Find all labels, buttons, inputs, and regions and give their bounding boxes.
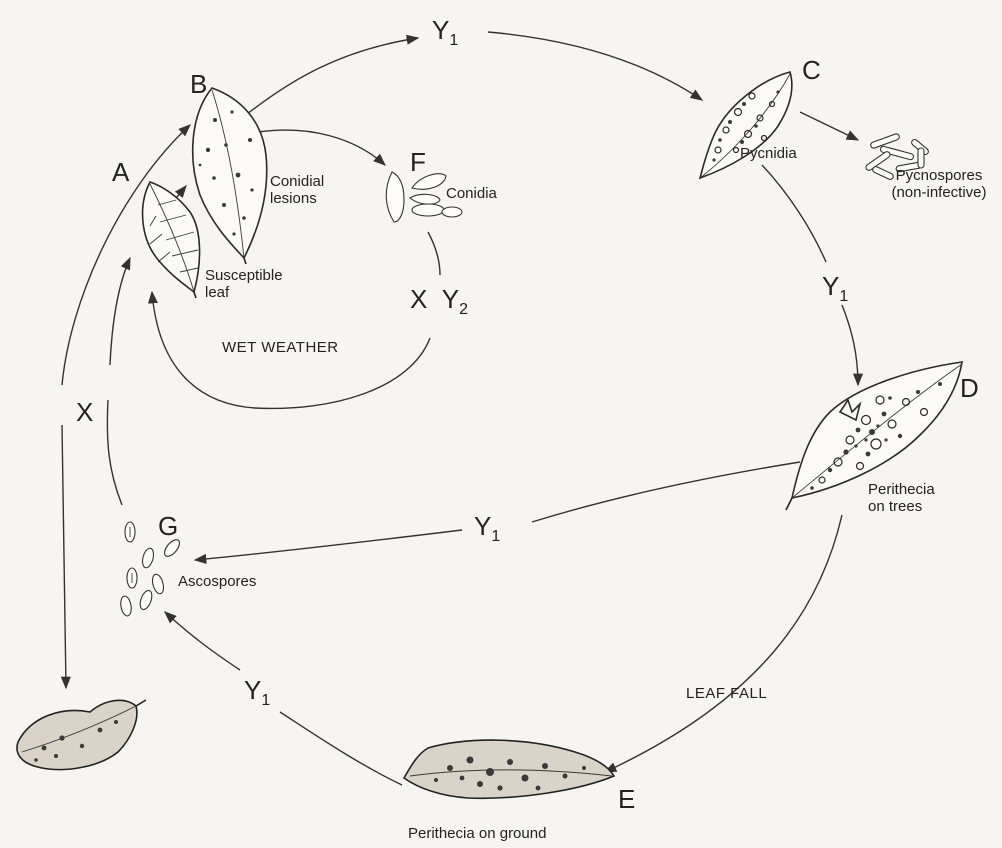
caption-conidial-lesions-line1: Conidial <box>270 173 325 190</box>
caption-pycnidia: Pycnidia <box>740 145 797 162</box>
flow-label-x-inner: X <box>410 284 428 314</box>
caption-susceptible-leaf: Susceptible leaf <box>205 267 283 301</box>
arrow-d-to-y1-middle <box>531 461 801 523</box>
caption-susceptible-leaf-line1: Susceptible <box>205 267 283 284</box>
pycnospores-drawing <box>865 133 929 180</box>
arrow-y1-bottom-to-g <box>164 611 241 671</box>
arrow-x-to-b <box>61 124 191 386</box>
ascospores-drawing <box>120 521 181 617</box>
flow-label-y2-letter: Y <box>441 284 460 314</box>
arrow-c-to-y1-right <box>761 164 827 263</box>
conidial-lesion-leaf-drawing <box>191 87 268 265</box>
flow-label-y1-top-letter: Y <box>432 15 450 45</box>
flow-label-y1-bottom: Y1 <box>244 676 270 710</box>
arrow-y1-middle-to-g <box>193 529 463 564</box>
arrow-c-to-pycnospores <box>799 111 860 141</box>
flow-label-y1-right: Y1 <box>822 272 848 306</box>
perithecia-on-ground-leaf-drawing <box>402 739 616 800</box>
flow-label-y1-bottom-sub: 1 <box>261 692 271 710</box>
arrow-y1-to-c <box>487 31 704 101</box>
caption-perithecia-on-trees: Perithecia on trees <box>868 481 935 515</box>
caption-conidial-lesions-line2: lesions <box>270 189 317 207</box>
flow-label-y1-top: Y1 <box>432 16 458 50</box>
stage-label-b: B <box>190 69 208 99</box>
arrow-x-left-to-leaf <box>109 256 131 366</box>
arrow-b-to-y1 <box>241 34 420 119</box>
flow-label-y1-right-letter: Y <box>822 271 840 301</box>
stage-label-a: A <box>112 157 130 187</box>
stage-label-d: D <box>960 373 979 403</box>
pycnidia-leaf-drawing <box>698 71 793 180</box>
stage-label-e: E <box>618 784 636 814</box>
perithecia-on-trees-leaf-drawing <box>785 361 963 511</box>
caption-conidia: Conidia <box>446 185 497 202</box>
flow-label-x-left: X <box>76 397 94 427</box>
flow-label-y1-middle: Y1 <box>474 512 500 546</box>
arrow-b-to-f <box>257 129 386 166</box>
arrow-wet-weather-loop <box>147 290 431 410</box>
stage-label-c: C <box>802 55 821 85</box>
flow-label-leaf-fall: LEAF FALL <box>686 685 768 702</box>
flow-label-y2-sub: 2 <box>459 301 469 319</box>
caption-perithecia-on-trees-line2: on trees <box>868 497 923 515</box>
caption-ascospores: Ascospores <box>178 573 257 590</box>
arrow-y1-right-to-d <box>841 304 864 387</box>
caption-perithecia-on-trees-line1: Perithecia <box>868 481 935 498</box>
flow-label-y1-bottom-letter: Y <box>244 675 262 705</box>
flow-label-y1-middle-sub: 1 <box>491 528 501 546</box>
flow-label-x-y2: X Y2 <box>410 285 468 319</box>
caption-susceptible-leaf-line2: leaf <box>205 283 230 301</box>
arrow-f-to-xy2 <box>427 231 441 276</box>
flow-label-y1-middle-letter: Y <box>474 511 492 541</box>
susceptible-leaf-drawing <box>141 181 201 299</box>
stage-label-g: G <box>158 511 179 541</box>
arrow-e-to-y1-bottom <box>279 711 403 786</box>
caption-perithecia-on-ground: Perithecia on ground <box>408 825 547 842</box>
caption-pycnospores-line1: Pycnospores <box>895 167 983 184</box>
arrow-x-to-fallen-leaf <box>60 424 71 690</box>
perithecia-cluster <box>854 424 888 448</box>
fallen-leaf-drawing <box>16 699 147 771</box>
caption-conidial-lesions: Conidial lesions <box>270 173 325 207</box>
flow-label-y1-top-sub: 1 <box>449 32 459 50</box>
arrow-d-to-e-leaf-fall <box>603 514 843 773</box>
flow-label-wet-weather: WET WEATHER <box>222 339 339 356</box>
caption-pycnospores: Pycnospores (non-infective) <box>876 167 1002 201</box>
flow-label-y1-right-sub: 1 <box>839 288 849 306</box>
stage-label-f: F <box>410 147 426 177</box>
conidia-drawing <box>385 171 463 223</box>
arrow-g-to-x-left <box>106 399 123 506</box>
caption-pycnospores-line2: (non-infective) <box>891 183 987 201</box>
